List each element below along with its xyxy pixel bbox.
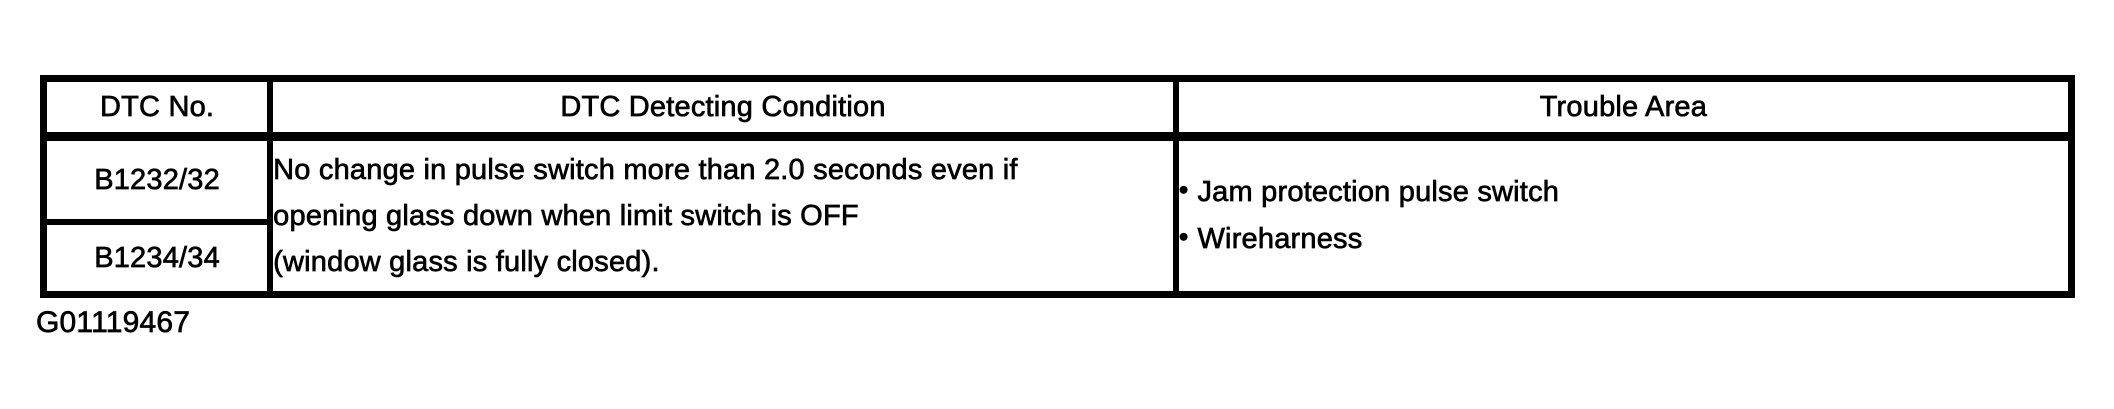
column-header-trouble-area: Trouble Area <box>1172 75 2075 141</box>
dtc-table: DTC No. DTC Detecting Condition Trouble … <box>40 75 2075 298</box>
trouble-item-wireharness: • Wireharness <box>1178 216 2068 263</box>
condition-line-2: opening glass down when limit switch is … <box>273 200 859 233</box>
table-row: B1234/34 <box>40 219 2072 298</box>
table-row: B1232/32 No change in pulse switch more … <box>40 133 2075 298</box>
detecting-condition-cell: No change in pulse switch more than 2.0 … <box>267 133 1179 298</box>
condition-line-1: No change in pulse switch more than 2.0 … <box>273 154 1018 187</box>
dtc-code-b1232: B1232/32 <box>40 133 274 225</box>
trouble-item-label: Jam protection pulse switch <box>1197 176 1560 209</box>
dtc-code-b1234: B1234/34 <box>40 219 274 298</box>
dtc-table-header-row: DTC No. DTC Detecting Condition Trouble … <box>40 75 2075 141</box>
trouble-area-cell: • Jam protection pulse switch • Wireharnes… <box>1172 133 2075 298</box>
bullet-icon: • <box>1178 175 1189 206</box>
bullet-icon: • <box>1178 222 1189 253</box>
condition-line-3: (window glass is fully closed). <box>273 246 660 279</box>
trouble-item-jam-protection-pulse-switch: • Jam protection pulse switch <box>1178 169 2068 216</box>
trouble-item-label: Wireharness <box>1197 223 1363 256</box>
figure-code: G01119467 <box>36 306 191 340</box>
column-header-dtc-no: DTC No. <box>40 75 274 141</box>
column-header-detecting-condition: DTC Detecting Condition <box>267 75 1179 141</box>
